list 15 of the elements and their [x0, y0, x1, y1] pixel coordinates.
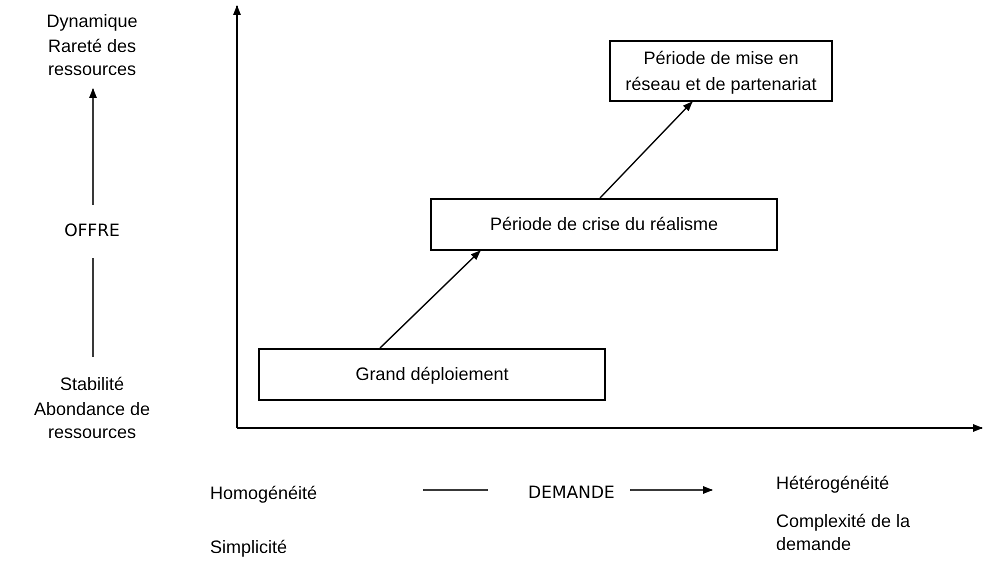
axis-label: Stabilité	[60, 374, 124, 394]
period-box: Période de crise du réalisme	[430, 198, 778, 251]
axis-label: Homogénéité	[210, 483, 318, 503]
period-box: Période de mise en réseau et de partenariat	[609, 40, 833, 102]
axis-label: Hétérogénéité	[776, 473, 890, 493]
arrow	[379, 250, 481, 349]
axis-label: Abondance de ressources	[34, 399, 150, 442]
axis-label: Simplicité	[210, 537, 288, 557]
arrow	[599, 101, 693, 199]
axis-label: Rareté des ressources	[48, 36, 136, 80]
axis-title: OFFRE	[64, 221, 120, 241]
axis-label: Dynamique	[46, 11, 138, 31]
period-box: Grand déploiement	[258, 348, 606, 401]
axis-title: DEMANDE	[528, 483, 615, 503]
axis-label: Complexité de la demande	[776, 510, 912, 556]
